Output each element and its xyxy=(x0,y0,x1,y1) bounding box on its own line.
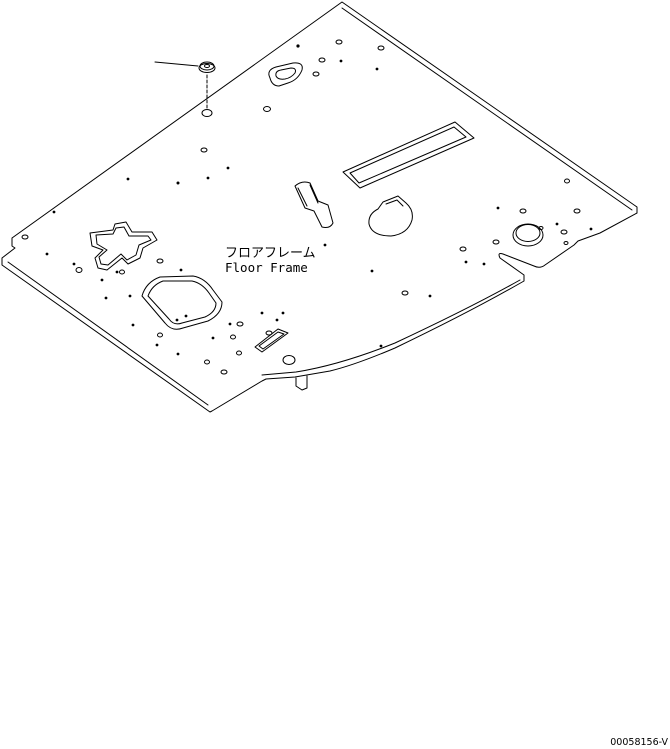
part-name-jp: フロアフレーム xyxy=(225,246,316,261)
plate-lower-edge xyxy=(7,261,209,406)
plate-right-edge xyxy=(341,7,633,211)
large-opening xyxy=(141,275,223,330)
figure-reference-number: 00058156-V xyxy=(610,737,668,748)
long-slot xyxy=(342,121,475,189)
slot-hole-top xyxy=(268,62,303,87)
round-hole-right xyxy=(512,223,544,247)
bolt-holes xyxy=(45,44,593,356)
hole-bottom xyxy=(282,355,296,365)
keyhole-opening xyxy=(368,195,413,237)
bent-tab xyxy=(294,181,334,228)
grommet-part xyxy=(198,61,216,117)
floor-frame-outline xyxy=(1,1,638,413)
part-name-en: Floor Frame xyxy=(225,260,308,275)
bottom-bracket xyxy=(295,375,308,391)
cross-opening xyxy=(89,221,158,271)
plate-lower-edge-2 xyxy=(261,279,521,376)
leader-line xyxy=(154,61,199,67)
